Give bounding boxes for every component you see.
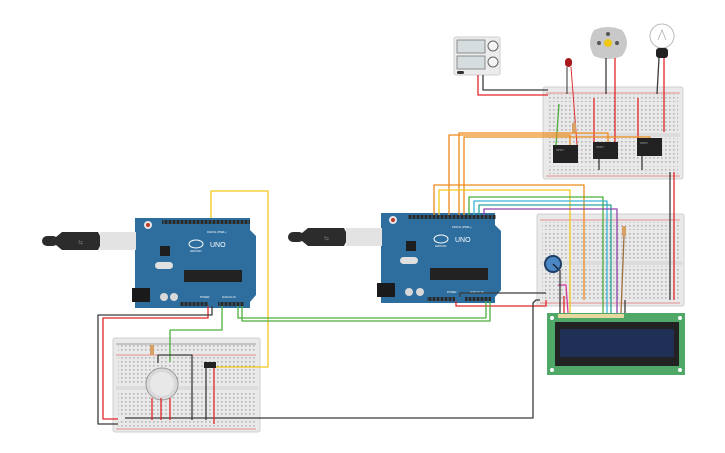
motor: [590, 27, 627, 59]
usb-cable-right: ⇆: [288, 228, 382, 246]
resistor: [150, 345, 154, 355]
svg-text:ARDUINO: ARDUINO: [190, 250, 202, 253]
svg-text:SPDT: SPDT: [596, 145, 604, 149]
usb-icon: ⇆: [324, 235, 329, 242]
slide-switch[interactable]: [204, 362, 216, 368]
svg-text:UNO: UNO: [455, 237, 471, 244]
knob-icon[interactable]: [487, 40, 499, 52]
lcd-screen: [560, 329, 674, 357]
sun-gear-icon: [604, 39, 612, 47]
svg-text:SPDT: SPDT: [556, 148, 564, 152]
arduino-uno-left: UNO ARDUINO DIGITAL (PWM~) POWER ANALOG …: [132, 218, 256, 308]
usb-icon: ⇆: [78, 239, 83, 246]
relay: SPDT: [637, 138, 662, 156]
svg-text:DIGITAL (PWM~): DIGITAL (PWM~): [207, 231, 227, 234]
lcd-16x2: [547, 313, 685, 375]
svg-text:ARDUINO: ARDUINO: [435, 245, 447, 248]
reset-button[interactable]: [391, 218, 395, 222]
light-bulb: [649, 23, 675, 58]
reset-button[interactable]: [146, 223, 150, 227]
svg-text:POWER: POWER: [447, 291, 457, 294]
svg-text:UNO: UNO: [210, 242, 226, 249]
resistor: [622, 226, 626, 236]
power-supply: [453, 36, 501, 76]
usb-cable-left: ⇆: [42, 232, 136, 250]
potentiometer[interactable]: [544, 255, 562, 273]
arduino-uno-right: UNO ARDUINO DIGITAL (PWM~) POWER ANALOG …: [377, 213, 501, 303]
knob-icon[interactable]: [487, 56, 499, 68]
relay: SPDT: [593, 142, 618, 159]
wires: [97, 57, 675, 425]
gas-sensor: [145, 367, 179, 401]
relay: SPDT: [553, 145, 578, 163]
svg-text:SPDT: SPDT: [640, 141, 648, 145]
resistor: [572, 123, 576, 133]
svg-text:DIGITAL (PWM~): DIGITAL (PWM~): [452, 226, 472, 229]
svg-text:ANALOG IN: ANALOG IN: [222, 296, 236, 299]
breadboard-sensor: [112, 337, 261, 433]
svg-text:POWER: POWER: [200, 296, 210, 299]
